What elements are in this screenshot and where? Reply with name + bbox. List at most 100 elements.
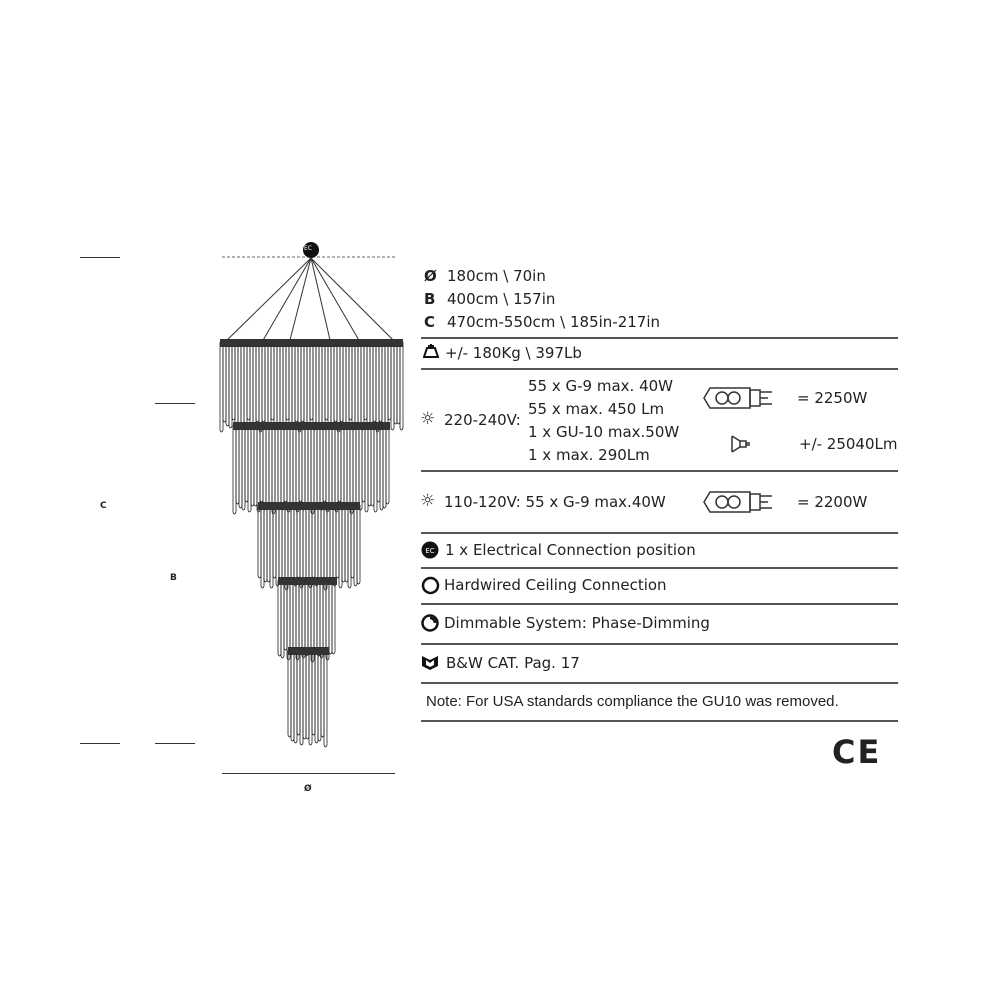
crystal-strand [325,425,330,513]
usa-note: Note: For USA standards compliance the G… [426,693,839,710]
crystal-strand [276,342,281,425]
crystal-strand [316,580,321,657]
crystal-strand [351,342,356,431]
ec-marker-icon [303,242,319,258]
bulb-sun-icon: ☼ [420,491,436,511]
crystal-strand [287,505,292,581]
crystal-strand [296,650,301,736]
divider [421,567,898,569]
dim-line-b-bottom [155,743,195,744]
ec-marker-label: EC [304,245,312,252]
crystal-strand [298,580,303,651]
crystal-strand [286,580,291,661]
b-value: 400cm \ 157in [447,290,556,308]
crystal-strand [255,342,260,423]
crystal-strand [375,342,380,433]
crystal-strand [338,505,343,589]
eu-total-watt: = 2250W [797,389,868,407]
crystal-strand [291,342,296,427]
crystal-strand [363,342,368,421]
crystal-strand [305,650,310,740]
divider [421,643,898,645]
crystal-strand [329,505,334,585]
dimmer-icon [421,614,439,632]
c-symbol: C [424,313,436,331]
feature-dimmable: Dimmable System: Phase-Dimming [444,614,710,632]
crystal-strand [289,425,294,507]
crystal-strand [357,342,362,425]
crystal-strand [346,425,351,505]
crystal-strand [260,505,265,589]
crystal-strand [289,580,294,655]
crystal-strand [384,342,389,429]
tier-ring [278,577,337,585]
crystal-strand [354,342,359,425]
crystal-strand [399,342,404,431]
crystal-strand [330,342,335,427]
crystal-strand [298,425,303,503]
crystal-strand [280,425,285,511]
crystal-strand [335,505,340,579]
crystal-strand [328,425,333,507]
crystal-strand [317,650,322,742]
crystal-strand [356,505,361,585]
crystal-strand [292,580,297,655]
crystal-strand [278,505,283,585]
chandelier-tiers [219,339,404,748]
crystal-strand [369,342,374,427]
eu-spec-line: 55 x max. 450 Lm [528,400,665,418]
crystal-strand [273,342,278,431]
crystal-strand [272,505,277,579]
crystal-strand [222,342,227,423]
crystal-strand [238,425,243,509]
crystal-strand [304,580,309,657]
crystal-strand [390,342,395,431]
feature-ec: 1 x Electrical Connection position [445,541,696,559]
crystal-strand [334,425,339,513]
crystal-strand [353,505,358,587]
crystal-strand [270,342,275,421]
crystal-strand [318,342,323,425]
crystal-strand [293,650,298,744]
crystal-strand [319,580,324,659]
crystal-strand [258,342,263,433]
crystal-strand [261,342,266,423]
feature-hardwired: Hardwired Ceiling Connection [444,576,667,594]
ring-icon [421,576,440,595]
crystal-strand [323,650,328,748]
crystal-strand [300,342,305,423]
crystal-strand [341,505,346,583]
crystal-strand [232,425,237,515]
svg-text:EC: EC [425,547,434,555]
crystal-strand [342,342,347,427]
crystal-strand [314,505,319,587]
crystal-strand [305,505,310,583]
crystal-strand [323,505,328,591]
wire [310,257,399,346]
bulb-sun-icon: ☼ [420,409,436,429]
us-total-watt: = 2200W [797,493,868,511]
crystal-strand [263,505,268,583]
crystal-strand [328,580,333,655]
dim-line-c-top [80,257,120,258]
crystal-strand [246,342,251,421]
divider [421,603,898,605]
crystal-strand [310,425,315,515]
crystal-strand [322,580,327,651]
crystal-strand [219,342,224,433]
diameter-symbol: Ø [424,267,437,285]
crystal-strand [281,505,286,581]
crystal-strand [250,425,255,507]
crystal-strand [267,342,272,429]
crystal-strand [311,650,316,736]
crystal-strand [310,580,315,663]
crystal-strand [322,425,327,503]
crystal-strand [277,580,282,657]
crystal-strand [336,342,341,433]
crystal-strand [360,342,365,431]
crystal-strand [350,505,355,579]
g9-bulb-icon [703,491,772,513]
divider [421,532,898,534]
c-value: 470cm-550cm \ 185in-217in [447,313,661,331]
crystal-strand [327,342,332,429]
